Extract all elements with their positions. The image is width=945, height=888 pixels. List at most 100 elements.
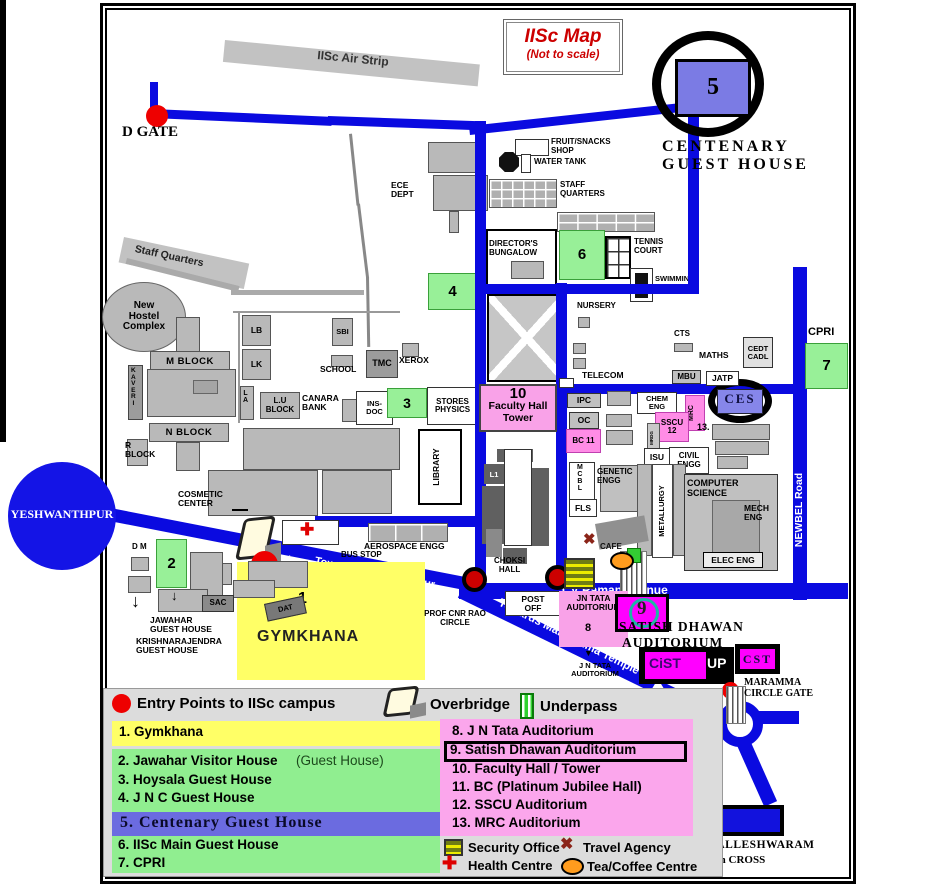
bus-stop-label: BUS STOP (341, 550, 382, 559)
building (449, 211, 459, 233)
legend-blue-band (112, 812, 440, 836)
civil-engg-building-label: CIVIL ENGG (677, 451, 701, 469)
left-edge-strip (0, 0, 6, 442)
legend-underpass-icon (520, 693, 534, 719)
marker-12-sscu-auditorium-label: SSCU 12 (660, 417, 684, 435)
lecture-hall-block (503, 548, 527, 564)
road-vertical-west (475, 121, 486, 591)
marker-2-jawahar-visitor-house: 2 (156, 539, 187, 588)
library-building (418, 429, 462, 505)
legend-entry-dot (112, 694, 131, 713)
elec-eng-building-label: ELEC ENG (711, 554, 755, 565)
kaveri-building (128, 365, 143, 420)
legend-item-10: 10. Faculty Hall / Tower (452, 761, 601, 776)
marker-12-sscu-auditorium: SSCU 12 (655, 412, 689, 442)
gymkhana-label: GYMKHANA (257, 628, 360, 645)
road-vertical-east (556, 283, 567, 593)
ces-box (717, 389, 763, 414)
legend-item-11: 11. BC (Platinum Jubilee Hall) (452, 779, 642, 794)
legend-green-band (112, 749, 440, 873)
road-vertical-tennis (688, 110, 699, 292)
legend-item-2: 2. Jawahar Visitor House (118, 753, 278, 768)
centenary-ring (652, 31, 764, 137)
new-hostel-ellipse-label: New Hostel Complex (122, 300, 166, 333)
building (607, 391, 631, 406)
ipc-building: IPC (567, 393, 601, 408)
building (233, 580, 275, 598)
maramma-arrow-up: ↑ (728, 661, 736, 678)
tmc-building: TMC (366, 350, 398, 378)
legend-item-9-outline (444, 741, 687, 762)
legend-security-office-icon (444, 839, 463, 856)
building (573, 358, 586, 369)
telecom-label: TELECOM (582, 370, 624, 380)
chem-eng-building: CHEM ENG (637, 392, 677, 414)
building (715, 441, 769, 455)
building (243, 428, 400, 470)
choksi-buildings (486, 529, 502, 557)
xerox-label: XEROX (399, 355, 429, 365)
building (573, 343, 586, 354)
jatp-building-label: JATP (711, 373, 734, 384)
water-tank-box (521, 154, 531, 173)
staff-quarters-label: STAFF QUARTERS (560, 180, 605, 198)
mcbl-label: M C B L (577, 464, 583, 492)
legend-item-1: 1. Gymkhana (119, 724, 204, 739)
genetic-engg-label: GENETIC ENGG (597, 467, 633, 485)
marker-10-faculty-hall-tower: 10 Faculty Hall Tower (479, 384, 557, 432)
marker-7-cpri: 7 (805, 343, 848, 389)
lane-v (238, 313, 240, 423)
building (322, 470, 392, 514)
chem-eng-building-label: CHEM ENG (645, 394, 669, 411)
building (511, 261, 544, 279)
lk-block-label: LK (250, 359, 263, 370)
directors-bungalow (486, 229, 557, 290)
legend-travel-agency-label: Travel Agency (583, 840, 671, 855)
road-dgate-stub (150, 82, 158, 115)
health-centre-box-map (282, 520, 339, 545)
isu-building-label: ISU (649, 452, 665, 463)
legend-pink-band (440, 719, 693, 836)
faculty-hall-label-1: Faculty Hall (488, 400, 548, 412)
ces-label: CES (724, 391, 756, 406)
insdoc-building-label: INS- DOC (366, 399, 383, 416)
centenary-label-2: GUEST HOUSE (662, 156, 809, 173)
yeshwanthpur-circle (8, 462, 116, 570)
marker-5-centenary-guest-house-label: 5 (707, 74, 719, 101)
legend-item-9: 9. Satish Dhawan Auditorium (450, 742, 637, 757)
gray-lane-2 (231, 290, 364, 295)
malleshwaram-block (716, 805, 784, 836)
lane-h (233, 311, 400, 313)
marker-5-centenary-guest-house: 5 (675, 59, 751, 117)
l1-building: L1 (484, 464, 504, 484)
aerospace-engg-label: AEROSPACE ENGG (364, 541, 445, 551)
lecture-hall-strip (504, 449, 532, 546)
legend-tea-coffee-label: Tea/Coffee Centre (587, 859, 698, 874)
building (158, 589, 208, 612)
school-label: SCHOOL (320, 364, 357, 374)
entry-dot-cnr-circle (462, 567, 487, 592)
big-block (147, 369, 236, 417)
dat-building-label: DAT (277, 602, 294, 615)
road-parallel (315, 516, 481, 527)
marker-4-jnc-guest-house-label: 4 (448, 282, 457, 300)
kaveri-label: K A V E R I (131, 367, 136, 407)
building (674, 343, 693, 352)
jn-tata-auditorium-label-2: J N TATA AUDITORIUM (571, 661, 619, 679)
cedt-cadl-building-label: CEDT CADL (747, 343, 769, 361)
row-houses-grid (557, 212, 655, 232)
building (559, 378, 574, 388)
oc-building-label: OC (577, 415, 591, 426)
cistup-inner (645, 652, 706, 679)
ces-ring (708, 379, 772, 423)
lu-block: L.U BLOCK (260, 392, 300, 419)
label-8: 8 (585, 622, 592, 634)
fls-building-label: FLS (574, 502, 592, 513)
map-subtitle: (Not to scale) (526, 49, 600, 61)
sbi-building-label: SBI (336, 327, 349, 337)
legend-item-8: 8. J N Tata Auditorium (452, 723, 594, 738)
cedt-cadl-building: CEDT CADL (743, 337, 773, 368)
main-building-hatched (487, 294, 567, 382)
n-block-label: N BLOCK (165, 426, 213, 438)
